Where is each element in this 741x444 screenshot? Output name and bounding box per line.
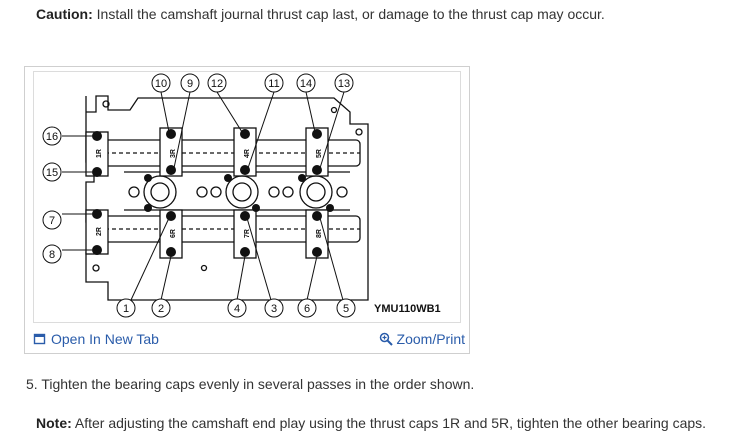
callout-top: 13	[338, 78, 350, 90]
callout-left: 7	[49, 215, 55, 227]
callout-bottom: 6	[304, 303, 310, 315]
figure-container: 1R 3R 4R 5R 2R 6R 7R 8R 10 9 12 11 14 13…	[24, 66, 470, 354]
callout-bottom: 3	[271, 303, 277, 315]
callout-left: 15	[46, 167, 58, 179]
cap-label: 6R	[170, 229, 177, 238]
zoom-print-label: Zoom/Print	[396, 331, 465, 347]
new-tab-icon	[33, 333, 46, 345]
step-5-text: 5. Tighten the bearing caps evenly in se…	[26, 376, 475, 392]
zoom-print-link[interactable]: Zoom/Print	[379, 331, 465, 347]
cap-label: 1R	[96, 149, 103, 158]
note-label: Note:	[36, 415, 72, 431]
figure-code: YMU110WB1	[374, 303, 441, 315]
callout-top: 10	[155, 78, 167, 90]
magnifier-icon	[379, 332, 393, 346]
callout-top: 9	[187, 78, 193, 90]
callout-bottom: 4	[234, 303, 240, 315]
caution-text: Caution: Install the camshaft journal th…	[36, 6, 605, 22]
caution-label: Caution:	[36, 6, 93, 22]
cap-label: 3R	[170, 149, 177, 158]
cap-label: 5R	[316, 149, 323, 158]
callout-top: 12	[211, 78, 223, 90]
camshaft-diagram[interactable]: 1R 3R 4R 5R 2R 6R 7R 8R 10 9 12 11 14 13…	[33, 71, 461, 323]
callout-left: 8	[49, 249, 55, 261]
callout-bottom: 2	[158, 303, 164, 315]
cap-label: 7R	[244, 229, 251, 238]
callout-bottom: 1	[123, 303, 129, 315]
note-text: Note: After adjusting the camshaft end p…	[36, 415, 706, 431]
callout-bottom: 5	[343, 303, 349, 315]
caution-body: Install the camshaft journal thrust cap …	[92, 6, 605, 22]
callout-top: 11	[268, 78, 279, 90]
callout-top: 14	[300, 78, 312, 90]
open-in-new-tab-label: Open In New Tab	[51, 331, 159, 347]
camshaft-diagram-svg: 1R 3R 4R 5R 2R 6R 7R 8R 10 9 12 11 14 13…	[42, 73, 441, 318]
cap-label: 8R	[316, 229, 323, 238]
cap-label: 4R	[244, 149, 251, 158]
callout-left: 16	[46, 131, 58, 143]
note-body: After adjusting the camshaft end play us…	[71, 415, 707, 431]
cap-label: 2R	[96, 227, 103, 236]
open-in-new-tab-link[interactable]: Open In New Tab	[33, 331, 159, 347]
